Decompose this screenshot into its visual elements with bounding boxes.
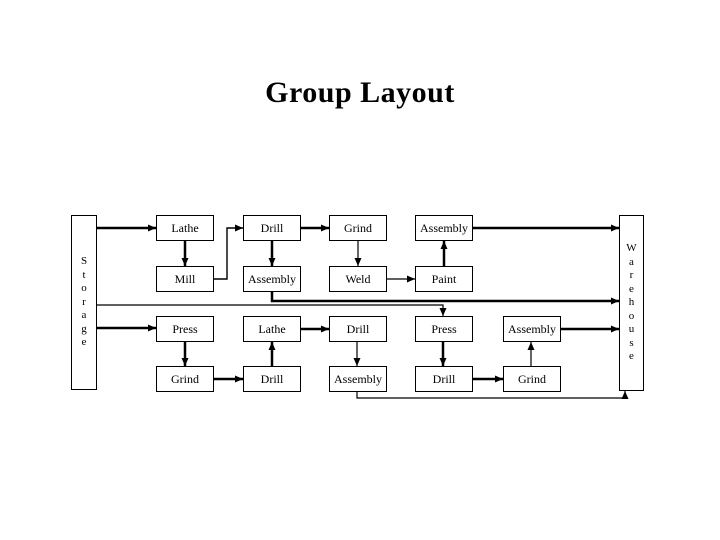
flow-arrow-assembly-r2-to-warehouse [270,292,619,305]
node-mill-r2: Mill [156,266,214,292]
node-press-r3: Press [156,316,214,342]
node-lathe-r3: Lathe [243,316,301,342]
node-drill-r3: Drill [329,316,387,342]
flow-arrow-assembly-r4-to-warehouse [356,391,629,399]
flow-arrow-storage-to-press2-r3 [97,304,447,316]
node-grind-r1: Grind [329,215,387,241]
node-grind-r4: Grind [156,366,214,392]
node-drill-r1: Drill [243,215,301,241]
node-press2-r3: Press [415,316,473,342]
node-weld-r2: Weld [329,266,387,292]
node-lathe-r1: Lathe [156,215,214,241]
node-drill-r4: Drill [243,366,301,392]
node-drill2-r4: Drill [415,366,473,392]
node-warehouse: W a r e h o u s e [619,215,644,391]
node-assembly-r4: Assembly [329,366,387,392]
flow-arrow-mill-r2-to-drill-r1 [214,224,243,280]
node-assembly-r3: Assembly [503,316,561,342]
node-storage: S t o r a g e [71,215,97,390]
node-paint-r2: Paint [415,266,473,292]
node-assembly-r2: Assembly [243,266,301,292]
page-title: Group Layout [265,76,455,109]
node-assembly-r1: Assembly [415,215,473,241]
node-grind2-r4: Grind [503,366,561,392]
